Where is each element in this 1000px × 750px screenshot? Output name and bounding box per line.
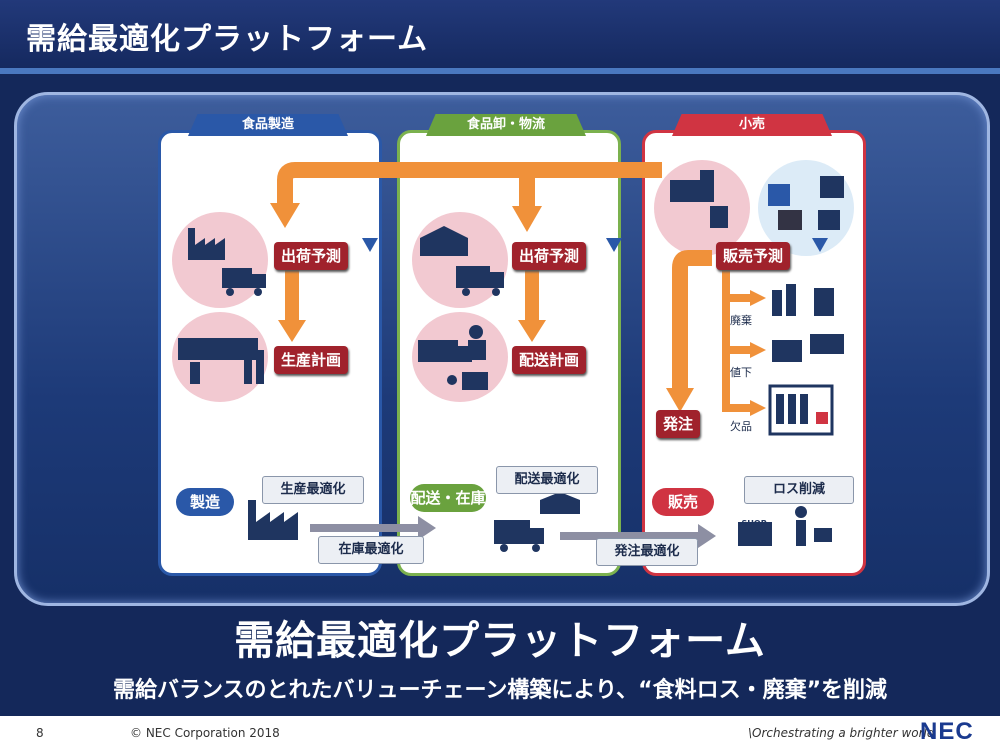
disposal-label: 廃棄 (730, 314, 752, 327)
header-stripe (0, 68, 1000, 74)
mfg-optimization-box: 生産最適化 (262, 476, 364, 504)
headline: 需給最適化プラットフォーム (234, 618, 766, 664)
copyright: © NEC Corporation 2018 (130, 726, 280, 740)
stockout-label: 欠品 (730, 420, 752, 433)
slide-title: 需給最適化プラットフォーム (26, 22, 429, 57)
slogan: \Orchestrating a brighter world (748, 726, 935, 740)
whs-optimization-box: 配送最適化 (496, 466, 598, 494)
mfg-stage-ellipse: 製造 (176, 488, 234, 516)
manufacturing-tab: 食品製造 (188, 114, 348, 136)
whs-plan-label: 配送計画 (512, 346, 587, 374)
nec-logo: NEC (920, 718, 974, 745)
whs-stage-ellipse: 配送・在庫 (410, 484, 486, 512)
header-bar (0, 0, 1000, 68)
retail-forecast-label: 販売予測 (716, 242, 791, 270)
retail-tab: 小売 (672, 114, 832, 136)
retail-optimization-box: ロス削減 (744, 476, 854, 504)
whs-forecast-label: 出荷予測 (512, 242, 587, 270)
inventory-opt-box: 在庫最適化 (318, 536, 424, 564)
shop-sign-text: SHOP (741, 519, 766, 528)
order-label: 発注 (656, 410, 701, 438)
page-number: 8 (36, 726, 44, 740)
markdown-label: 値下 (730, 366, 752, 379)
wholesale-tab: 食品卸・物流 (426, 114, 586, 136)
mfg-plan-label: 生産計画 (274, 346, 349, 374)
footer-bar (0, 716, 1000, 750)
subline: 需給バランスのとれたバリューチェーン構築により、“食料ロス・廃棄”を削減 (112, 678, 888, 703)
order-opt-box: 発注最適化 (596, 538, 698, 566)
retail-stage-ellipse: 販売 (652, 488, 714, 516)
mfg-forecast-label: 出荷予測 (274, 242, 349, 270)
